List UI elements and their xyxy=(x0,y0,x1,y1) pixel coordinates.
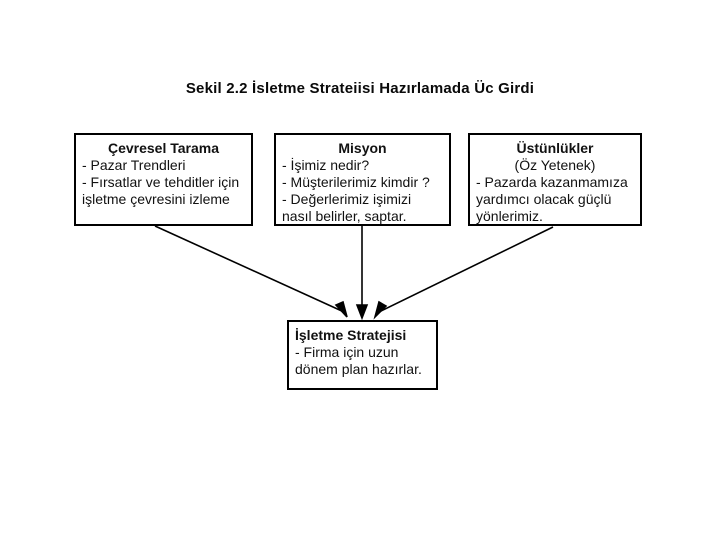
node-mission: Misyon - İşimiz nedir? - Müşterilerimiz … xyxy=(274,133,451,226)
node-line: - Değerlerimiz işimizi xyxy=(282,191,412,207)
page-title: Sekil 2.2 İsletme Strateiisi Hazırlamada… xyxy=(185,80,535,97)
node-line: yönlerimiz. xyxy=(476,208,543,224)
node-body: - Pazarda kazanmamıza yardımcı olacak gü… xyxy=(476,174,634,225)
connector-mission-to-strategy xyxy=(355,226,369,321)
node-line: - İşimiz nedir? xyxy=(282,157,370,173)
node-line: - Firma için uzun xyxy=(295,344,399,360)
node-heading: Misyon xyxy=(338,140,387,156)
node-line: - Fırsatlar ve tehditler için xyxy=(82,174,240,190)
connector-strengths-to-strategy xyxy=(373,226,554,320)
node-environmental-scanning: Çevresel Tarama - Pazar Trendleri - Fırs… xyxy=(74,133,253,226)
node-body: - İşimiz nedir? - Müşterilerimiz kimdir … xyxy=(282,157,443,225)
node-body: - Firma için uzun dönem plan hazırlar. xyxy=(295,344,430,378)
node-business-strategy: İşletme Stratejisi - Firma için uzun dön… xyxy=(287,320,438,390)
node-line: işletme çevresini izleme xyxy=(82,191,230,207)
node-heading: Çevresel Tarama xyxy=(107,140,220,156)
node-line: - Pazar Trendleri xyxy=(82,157,186,173)
node-line: nasıl belirler, saptar. xyxy=(282,208,407,224)
node-heading: İşletme Stratejisi xyxy=(295,327,407,343)
node-heading: Üstünlükler xyxy=(516,140,594,156)
connector-scanning-to-strategy xyxy=(154,225,348,318)
node-body: - Pazar Trendleri - Fırsatlar ve tehditl… xyxy=(82,157,245,208)
node-line: - Pazarda kazanmamıza xyxy=(476,174,628,190)
node-subheading: (Öz Yetenek) xyxy=(514,157,596,173)
node-line: dönem plan hazırlar. xyxy=(295,361,422,377)
node-line: - Müşterilerimiz kimdir ? xyxy=(282,174,430,190)
node-strengths: Üstünlükler (Öz Yetenek) - Pazarda kazan… xyxy=(468,133,642,226)
node-line: yardımcı olacak güçlü xyxy=(476,191,612,207)
